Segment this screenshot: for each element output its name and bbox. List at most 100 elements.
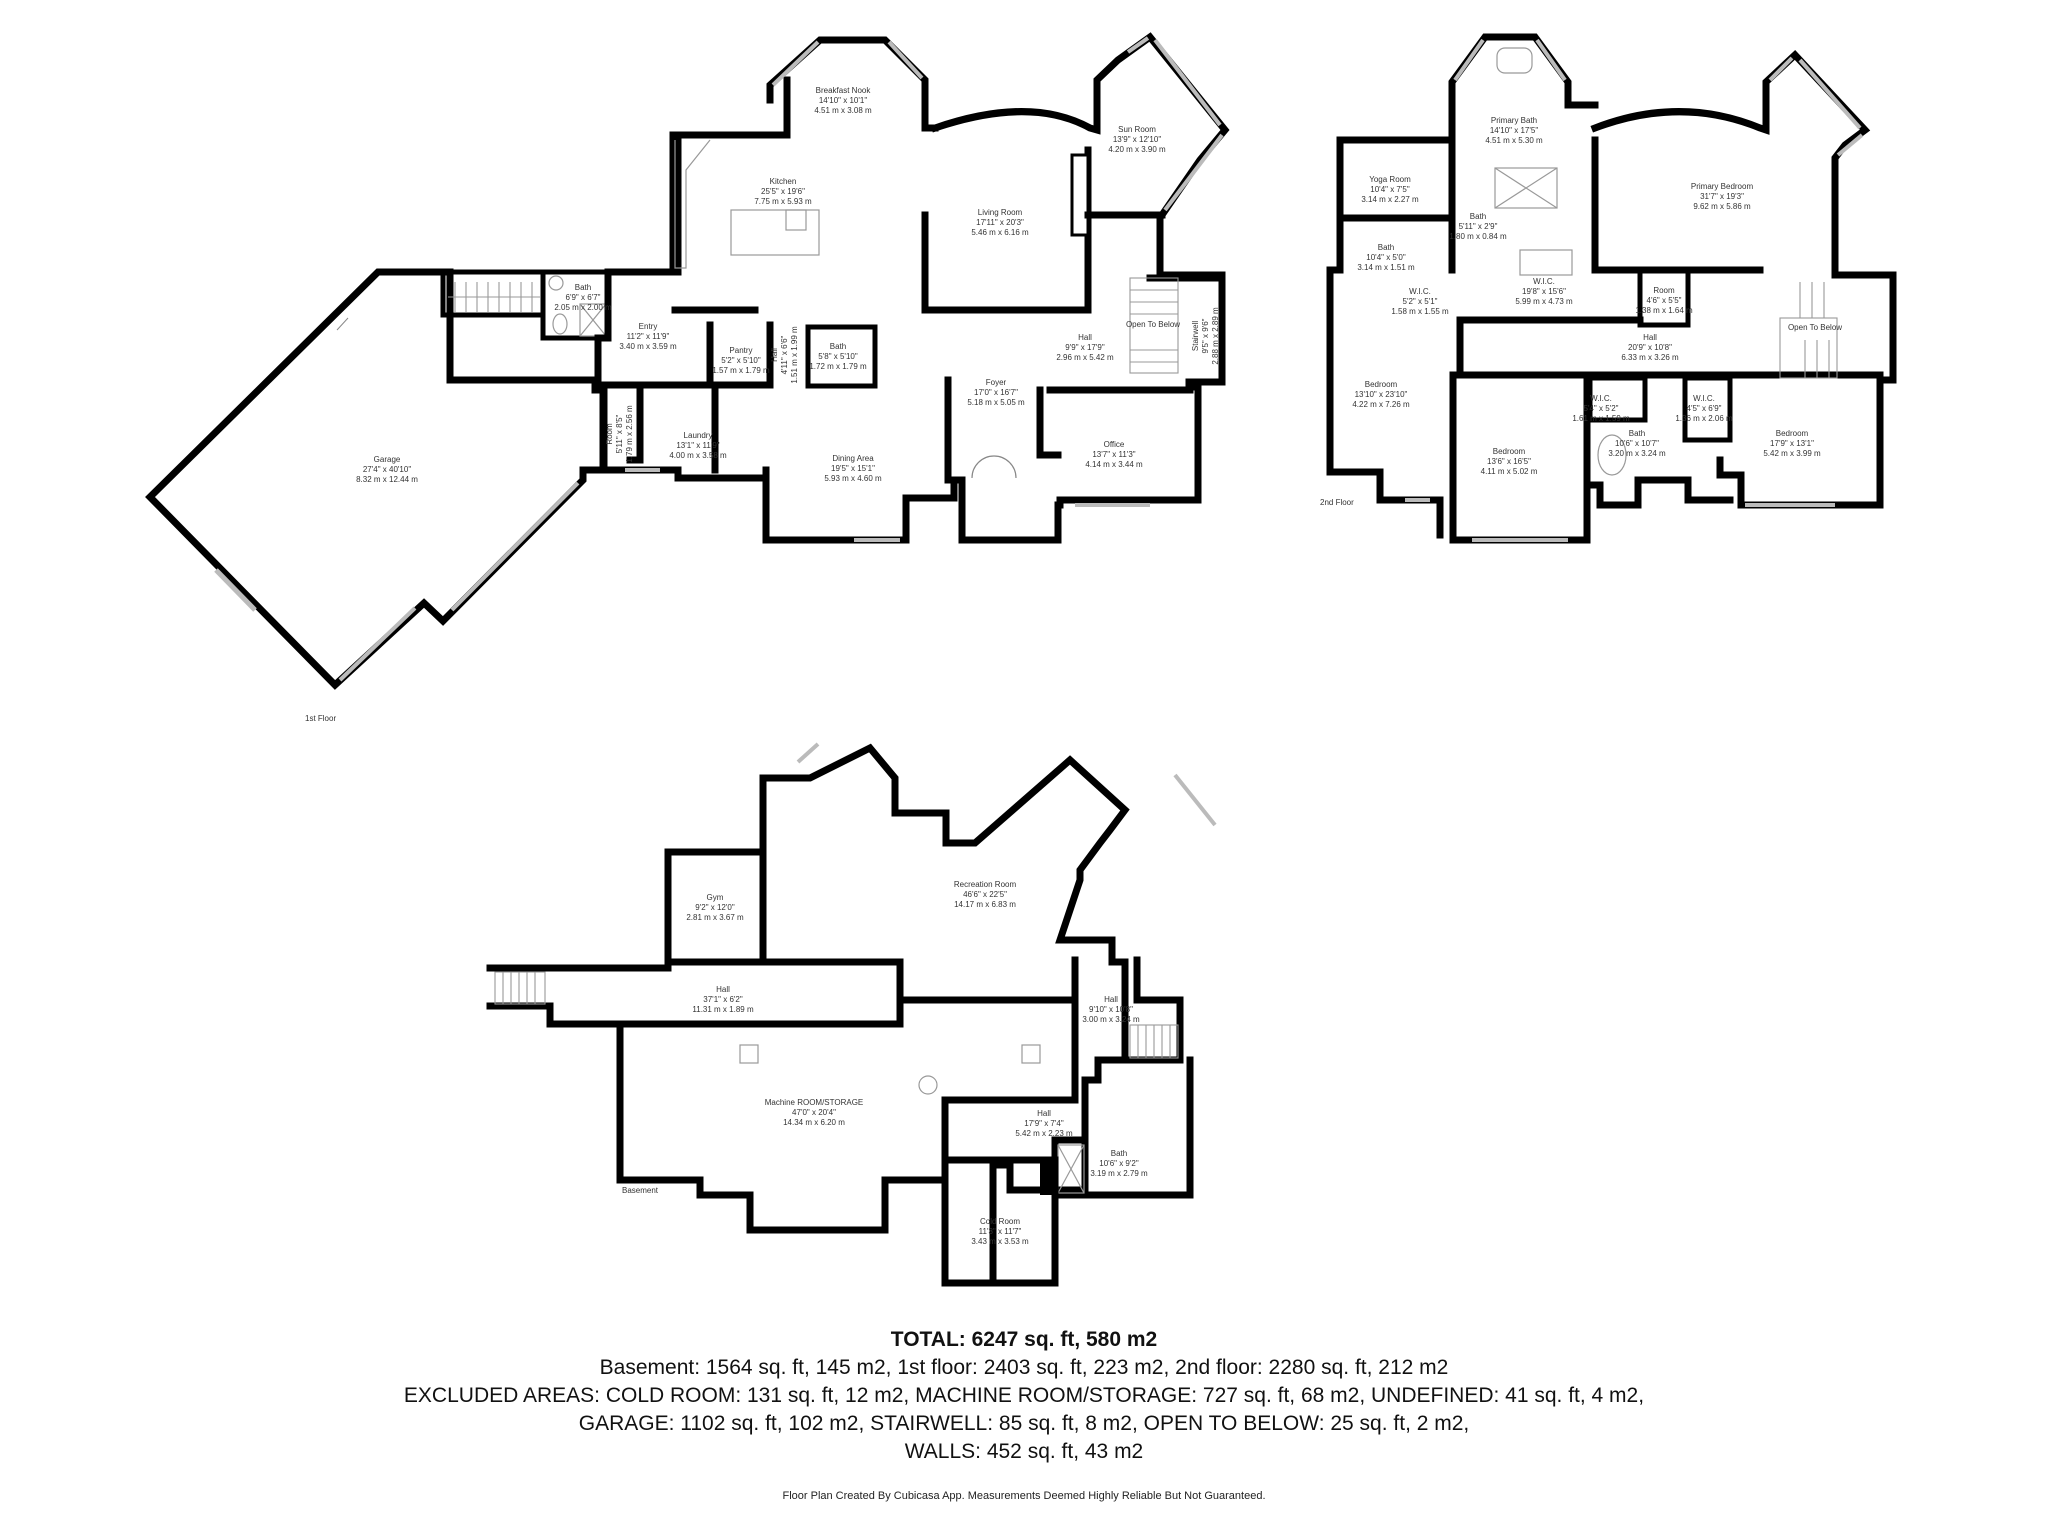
- room-label-hall-2: Hall 20'9" x 10'8" 6.33 m x 3.26 m: [1621, 333, 1678, 363]
- shower-icon: [1494, 167, 1558, 209]
- room-name: Recreation Room: [953, 880, 1017, 889]
- bedroom-west-walls: [1326, 266, 1444, 539]
- room-dims-metric: 5.99 m x 4.73 m: [1515, 297, 1573, 306]
- room-name: Bedroom: [1775, 429, 1809, 438]
- room-name: Hall: [1037, 1109, 1051, 1118]
- room-name: Garage: [373, 455, 401, 464]
- window: [1453, 38, 1485, 82]
- room-name: Yoga Room: [1369, 175, 1411, 184]
- excluded-areas-2: GARAGE: 1102 sq. ft, 102 m2, STAIRWELL: …: [578, 1412, 1470, 1435]
- window: [1535, 38, 1567, 82]
- area-summary: TOTAL: 6247 sq. ft, 580 m2 Basement: 156…: [0, 1326, 2048, 1466]
- room-dims-imperial: 13'7" x 11'3": [1092, 450, 1136, 459]
- kitchen-island: [730, 209, 820, 256]
- room-label-open-to-below: Open To Below: [1126, 320, 1180, 330]
- room-dims-imperial: 4'11" x 6'6": [780, 335, 789, 375]
- stairwell-wall: [1156, 211, 1226, 279]
- room-dims-metric: 3.14 m x 2.27 m: [1361, 195, 1419, 204]
- room-label-hall-b1: Hall 37'1" x 6'2" 11.31 m x 1.89 m: [692, 985, 753, 1015]
- stair-corridor-wall: [486, 1002, 624, 1028]
- room-name: Breakfast Nook: [815, 86, 871, 95]
- room-dims-imperial: 5'8" x 5'10": [818, 352, 858, 361]
- room-dims-imperial: 5'2" x 5'1": [1402, 297, 1438, 306]
- room-name: Hall: [1104, 995, 1118, 1004]
- room-dims-imperial: 13'9" x 12'10": [1112, 135, 1162, 144]
- window: [1163, 133, 1224, 212]
- room-dims-metric: 9.62 m x 5.86 m: [1693, 202, 1751, 211]
- room-name: Bath: [829, 342, 847, 351]
- room-label-primary-bedroom: Primary Bedroom 31'7" x 19'3" 9.62 m x 5…: [1691, 182, 1753, 212]
- room-label-bath-entry: Bath 6'9" x 6'7" 2.05 m x 2.00 m: [554, 283, 611, 313]
- room-dims-imperial: 4'6" x 5'5": [1646, 296, 1682, 305]
- room-dims-imperial: 47'0" x 20'4": [792, 1108, 836, 1117]
- room-name: Bedroom: [1364, 380, 1398, 389]
- room-dims-metric: 4.51 m x 5.30 m: [1485, 136, 1543, 145]
- room-dims-imperial: 10'6" x 9'2": [1099, 1159, 1139, 1168]
- window: [1798, 58, 1862, 130]
- room-label-sun-room: Sun Room 13'9" x 12'10" 4.20 m x 3.90 m: [1108, 125, 1165, 155]
- room-dims-imperial: 10'6" x 10'7": [1615, 439, 1659, 448]
- bathtub-icon: [1597, 434, 1627, 476]
- room-label-garage: Garage 27'4" x 40'10" 8.32 m x 12.44 m: [356, 455, 418, 485]
- half-bath-walls: [805, 324, 878, 389]
- wic-mid-walls: [1587, 375, 1648, 423]
- room-dims-metric: 1.51 m x 1.99 m: [790, 326, 799, 384]
- room-dims-metric: 7.75 m x 5.93 m: [754, 197, 812, 206]
- garage-door: [450, 481, 580, 612]
- office-north-wall: [1046, 383, 1194, 394]
- room-dims-metric: 4.11 m x 5.02 m: [1480, 467, 1538, 476]
- room-dims-imperial: 4'5" x 6'9": [1686, 404, 1722, 413]
- wic-east-walls: [1682, 375, 1733, 443]
- room-dims-imperial: 11'3" x 11'7": [978, 1227, 1022, 1236]
- room-dims-imperial: 14'10" x 10'1": [818, 96, 868, 105]
- room-dims-imperial: 46'6" x 22'5": [963, 890, 1007, 899]
- counter: [674, 139, 711, 269]
- room-label-gym: Gym 9'2" x 12'0" 2.81 m x 3.67 m: [686, 893, 743, 923]
- floor-label-first: 1st Floor: [305, 714, 337, 723]
- room-name: Foyer: [985, 378, 1007, 387]
- room-dims-metric: 2.05 m x 2.00 m: [554, 303, 612, 312]
- room-name: W.I.C.: [1409, 287, 1431, 296]
- room-label-foyer: Foyer 17'0" x 16'7" 5.18 m x 5.05 m: [967, 378, 1024, 408]
- yoga-room-walls: [1326, 136, 1456, 274]
- room-dims-metric: 4.51 m x 3.08 m: [814, 106, 872, 115]
- primary-bedroom-curved-wall: [1590, 86, 1770, 135]
- wall: [1036, 386, 1062, 459]
- excluded-areas-1: EXCLUDED AREAS: COLD ROOM: 131 sq. ft, 1…: [403, 1384, 1645, 1407]
- room-dims-metric: 2.96 m x 5.42 m: [1056, 353, 1114, 362]
- cold-room-walls: [941, 1156, 1059, 1287]
- utility-box-icon: [739, 1044, 759, 1064]
- room-name: Bath: [1469, 212, 1487, 221]
- first-floor-plan: [145, 32, 1230, 690]
- room-label-room-2: Room 4'6" x 5'5" 1.38 m x 1.64 m: [1635, 286, 1692, 316]
- room-label-hall-b2: Hall 9'10" x 10'8" 3.00 m x 3.24 m: [1082, 995, 1139, 1025]
- room-dims-imperial: 20'9" x 10'8": [1628, 343, 1672, 352]
- basement-plan: [486, 742, 1217, 1287]
- room-dims-metric: 3.43 m x 3.53 m: [971, 1237, 1029, 1246]
- room-dims-imperial: 19'5" x 15'1": [831, 464, 875, 473]
- room-label-bath-b: Bath 10'6" x 9'2" 3.19 m x 2.79 m: [1090, 1149, 1147, 1179]
- room-name: Bath: [574, 283, 592, 292]
- room-dims-imperial: 13'10" x 23'10": [1354, 390, 1408, 399]
- room-dims-metric: 1.36 m x 2.06 m: [1675, 414, 1733, 423]
- window: [1836, 133, 1864, 157]
- window: [1768, 56, 1794, 82]
- breakfast-nook-bay: [766, 36, 939, 132]
- stair-treads: [1799, 282, 1830, 378]
- room-name: Office: [1103, 440, 1125, 449]
- room-label-kitchen: Kitchen 25'5" x 19'6" 7.75 m x 5.93 m: [754, 177, 811, 207]
- window: [1153, 38, 1222, 127]
- window: [887, 40, 924, 80]
- room-name: Bedroom: [1492, 447, 1526, 456]
- electrical-panel-icon: [918, 1075, 938, 1095]
- room-dims-metric: 3.19 m x 2.79 m: [1090, 1169, 1148, 1178]
- room-name: Hall: [716, 985, 730, 994]
- room-dims-metric: 5.46 m x 6.16 m: [971, 228, 1029, 237]
- garage-window: [214, 568, 257, 612]
- room-label-laundry: Laundry 13'1" x 11'9" 4.00 m x 3.58 m: [669, 431, 726, 461]
- room-dims-imperial: 27'4" x 40'10": [362, 465, 412, 474]
- room-label-machine-room: Machine ROOM/STORAGE 47'0" x 20'4" 14.34…: [765, 1098, 864, 1128]
- room-dims-imperial: 9'5" x 9'6": [1201, 318, 1210, 354]
- room-label-recreation-room: Recreation Room 46'6" x 22'5" 14.17 m x …: [954, 880, 1016, 910]
- shower-icon: [1057, 1144, 1085, 1194]
